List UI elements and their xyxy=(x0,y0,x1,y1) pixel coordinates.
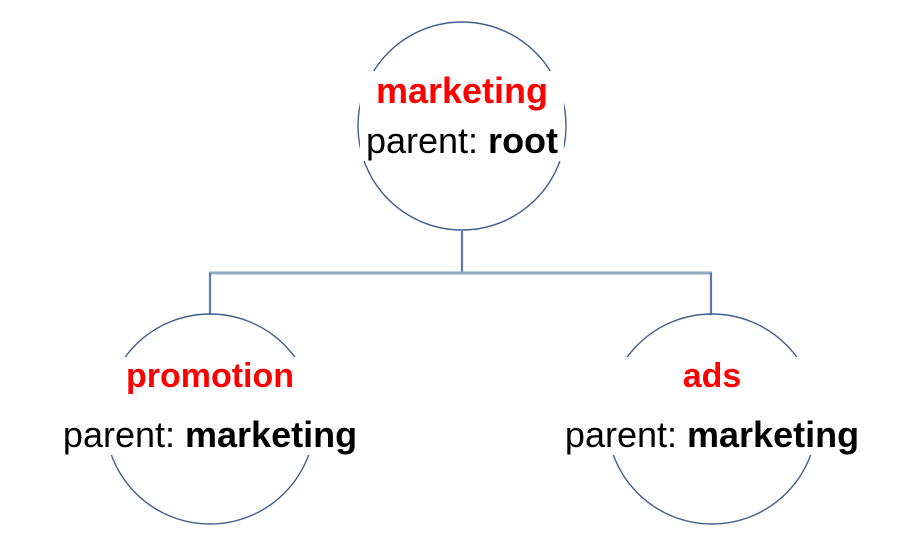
tree-node-promotion[interactable]: promotion parent: marketing xyxy=(56,313,364,525)
tree-node-marketing[interactable]: marketing parent: root xyxy=(357,21,567,231)
node-parent-value: marketing xyxy=(687,414,860,455)
tree-node-ads[interactable]: ads parent: marketing xyxy=(558,313,866,525)
node-name-marketing: marketing xyxy=(375,70,549,111)
node-parent-prefix: parent: xyxy=(62,414,186,455)
node-parent-ads: parent: marketing xyxy=(565,417,859,453)
node-label-block-marketing: marketing parent: root xyxy=(359,70,565,161)
node-parent-value: marketing xyxy=(185,414,358,455)
node-parent-promotion: parent: marketing xyxy=(63,417,357,453)
node-parent-prefix: parent: xyxy=(365,120,489,161)
node-name-ads: ads xyxy=(682,357,742,395)
node-parent-prefix: parent: xyxy=(564,414,688,455)
node-name-promotion: promotion xyxy=(125,357,295,395)
node-label-block-promotion: promotion parent: marketing xyxy=(56,357,364,455)
node-circle-marketing xyxy=(357,21,567,231)
node-parent-value: root xyxy=(488,120,559,161)
node-parent-marketing: parent: root xyxy=(366,123,558,159)
node-label-block-ads: ads parent: marketing xyxy=(558,357,866,455)
